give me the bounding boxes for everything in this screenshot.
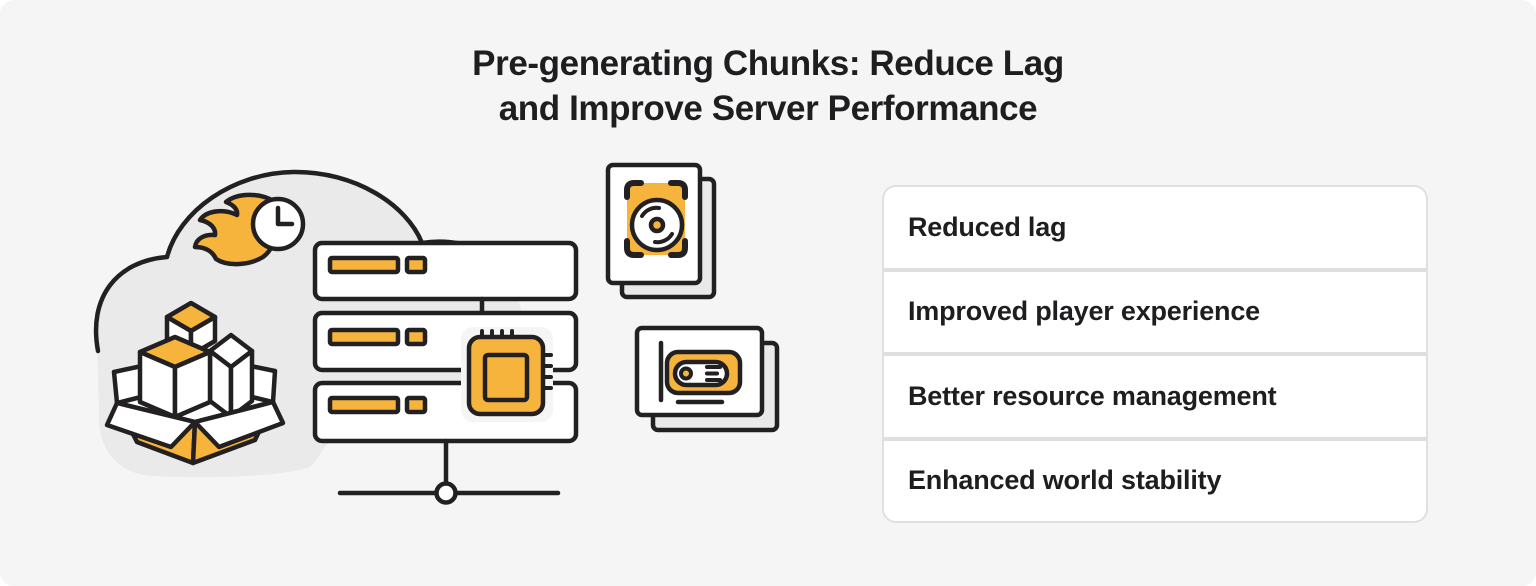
hard-drive-icon [605,162,717,300]
server-illustration [93,162,780,505]
network-node-icon [337,438,561,505]
big-cube [137,334,213,420]
right-cube [207,332,255,420]
benefit-row-resource-management: Better resource management [884,356,1426,437]
cpu-chip-icon [461,327,553,422]
chunk-box-icon [104,300,286,466]
page-title-line-1: Pre-generating Chunks: Reduce Lag [472,44,1064,83]
benefit-row-reduced-lag: Reduced lag [884,187,1426,268]
benefits-panel: Reduced lag Improved player experience B… [882,185,1428,523]
benefit-row-world-stability: Enhanced world stability [884,440,1426,521]
benefit-label: Enhanced world stability [908,465,1222,496]
benefit-row-player-experience: Improved player experience [884,271,1426,352]
benefit-label: Improved player experience [908,296,1260,327]
page-title: Pre-generating Chunks: Reduce Lag and Im… [0,41,1536,131]
page-title-line-2: and Improve Server Performance [498,89,1038,128]
benefit-label: Better resource management [908,380,1277,411]
graphics-card-icon [634,325,780,433]
clock-icon [250,196,306,252]
benefit-label: Reduced lag [908,211,1067,242]
